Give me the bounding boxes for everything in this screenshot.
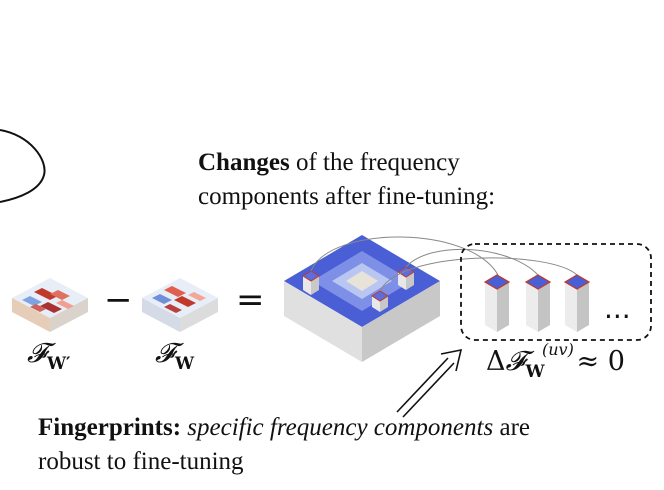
fw-tile: [142, 278, 218, 332]
difference-block: [284, 235, 440, 362]
equals-operator: =: [236, 280, 265, 320]
delta-prefix: Δ: [486, 346, 506, 377]
fingerprints-bold: Fingerprints:: [38, 414, 182, 441]
component-pillar: [563, 274, 591, 332]
fw-prime-tile: [12, 278, 88, 332]
delta-formula: Δ𝓕W (uv)≈ 0: [486, 340, 625, 382]
component-pillar: [483, 274, 511, 332]
fw-label: 𝓕W: [155, 338, 194, 374]
delta-approx: ≈ 0: [576, 346, 625, 377]
top-pillar: [397, 266, 415, 290]
fingerprints-italic: specific frequency components: [181, 414, 494, 441]
changes-bold: Changes: [198, 149, 290, 176]
fingerprints-rest: are: [493, 414, 530, 441]
delta-symbol: 𝓕: [505, 346, 526, 377]
top-pillar: [371, 290, 389, 312]
fingerprints-caption-line1: Fingerprints: specific frequency compone…: [38, 412, 530, 444]
fingerprints-caption-line2: robust to fine-tuning: [38, 448, 244, 475]
delta-superscript: (uv): [542, 340, 574, 359]
connector-curves: [310, 236, 578, 292]
delta-subscript: W: [525, 362, 545, 382]
component-pillar: [524, 274, 552, 332]
changes-rest: of the frequency: [289, 149, 460, 176]
fw-subscript: W: [174, 354, 195, 374]
top-pillar: [302, 270, 320, 295]
changes-caption-line2: components after fine-tuning:: [198, 183, 496, 210]
selected-components-box: [460, 243, 652, 341]
minus-operator: −: [104, 280, 133, 320]
changes-caption-line1: Changes of the frequency: [198, 147, 460, 179]
fw-symbol: 𝓕: [155, 338, 175, 369]
loop-curve: [0, 129, 46, 203]
ellipsis: ...: [604, 292, 631, 325]
double-arrow: [396, 348, 463, 418]
fw-prime-symbol: 𝓕: [27, 338, 47, 369]
fw-prime-label: 𝓕W′: [27, 338, 71, 374]
fw-prime-subscript: W′: [46, 354, 71, 374]
